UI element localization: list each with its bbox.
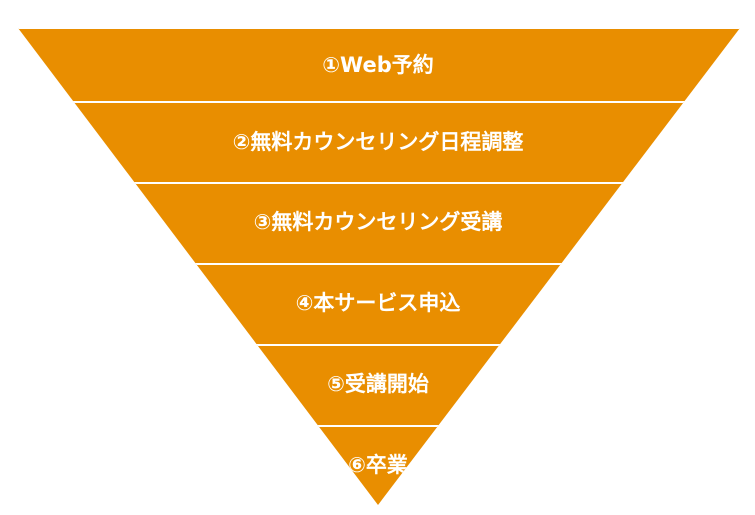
funnel-stage-label: ③無料カウンセリング受講 [254,210,503,234]
funnel-stage-label: ⑥卒業 [348,453,409,477]
funnel-stage-label: ⑤受講開始 [327,372,429,396]
funnel-stage-2 [18,101,740,184]
funnel-stage-label: ②無料カウンセリング日程調整 [233,130,524,154]
funnel-stage-label: ①Web予約 [322,53,433,77]
funnel-stage-label: ④本サービス申込 [296,291,461,315]
